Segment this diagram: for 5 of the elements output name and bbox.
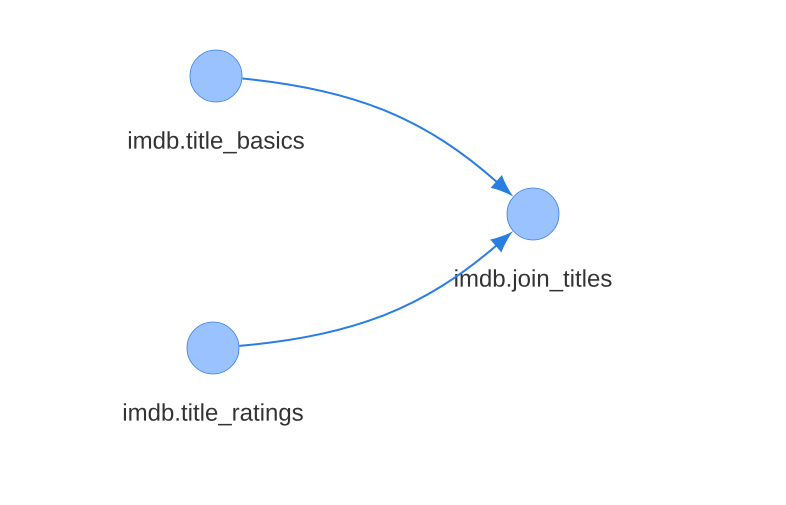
node-label: imdb.title_basics [128, 131, 304, 154]
arrow [239, 232, 511, 347]
node-label: imdb.join_titles [455, 269, 612, 292]
arrow [242, 78, 512, 195]
node-label: imdb.title_ratings [124, 403, 303, 426]
